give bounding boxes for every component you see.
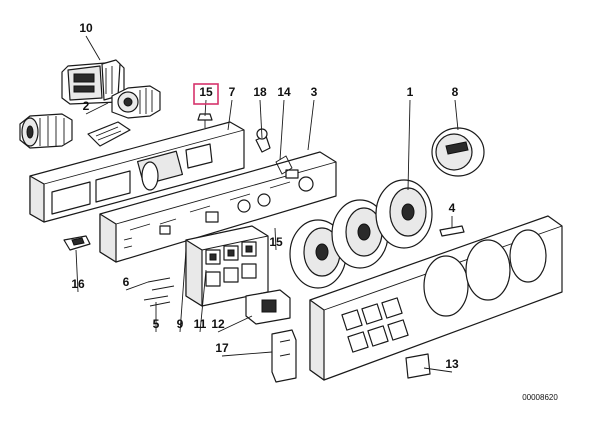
leader-line-15a	[204, 99, 207, 117]
leader-line-12	[217, 315, 253, 333]
part-10-connector	[61, 59, 125, 105]
leader-line-10	[85, 35, 101, 61]
callout-4: 4	[449, 201, 456, 215]
callout-9: 9	[177, 317, 184, 331]
part-13-cover	[405, 353, 431, 379]
part-15-screw-top	[197, 113, 213, 128]
leader-line-18	[259, 99, 263, 139]
callout-11: 11	[194, 317, 207, 331]
callout-16: 16	[71, 277, 85, 291]
gauge-rings	[289, 179, 433, 289]
callout-6: 6	[123, 275, 130, 289]
callout-14: 14	[277, 85, 291, 99]
part-17-clip	[271, 329, 297, 383]
part-8-knob	[431, 127, 485, 177]
leader-line-3	[307, 99, 315, 151]
part-12-switch	[245, 289, 291, 325]
reference-code: 00008620	[522, 393, 558, 402]
callout-12: 12	[211, 317, 225, 331]
leader-line-11	[199, 269, 207, 333]
callout-15b: 15	[269, 235, 283, 249]
id-plate	[87, 121, 131, 147]
part-1-front-panel	[309, 215, 563, 381]
callout-3: 3	[311, 85, 318, 99]
leader-line-8	[454, 99, 459, 131]
leader-line-7	[227, 99, 233, 131]
callout-8: 8	[452, 85, 459, 99]
part-3-circuit-board	[99, 151, 337, 263]
callout-1: 1	[407, 85, 414, 99]
callout-7: 7	[229, 85, 236, 99]
part-14-bracket	[275, 155, 293, 175]
leader-line-6	[125, 281, 149, 291]
part-16-clip	[63, 235, 91, 251]
callout-17: 17	[215, 341, 229, 355]
part-18-bulb	[255, 128, 271, 153]
part-7-housing-frame	[29, 121, 245, 223]
leader-line-13	[423, 367, 453, 373]
leader-line-1	[407, 99, 411, 191]
part-4-screw	[439, 225, 465, 237]
leader-line-17	[221, 351, 273, 357]
callout-13: 13	[445, 357, 459, 371]
leader-line-15b	[274, 227, 277, 251]
callout-2: 2	[83, 99, 90, 113]
highlight-box	[193, 83, 219, 105]
callout-5: 5	[153, 317, 160, 331]
callout-15a: 15	[199, 85, 213, 99]
part-2-bulb-socket	[19, 85, 161, 149]
callout-10: 10	[79, 21, 93, 35]
leader-line-14	[279, 99, 285, 161]
part-6-pins	[143, 277, 175, 307]
leader-line-9	[179, 249, 187, 333]
callout-18: 18	[253, 85, 267, 99]
leader-line-16	[75, 249, 79, 293]
leader-line-2	[85, 102, 109, 115]
